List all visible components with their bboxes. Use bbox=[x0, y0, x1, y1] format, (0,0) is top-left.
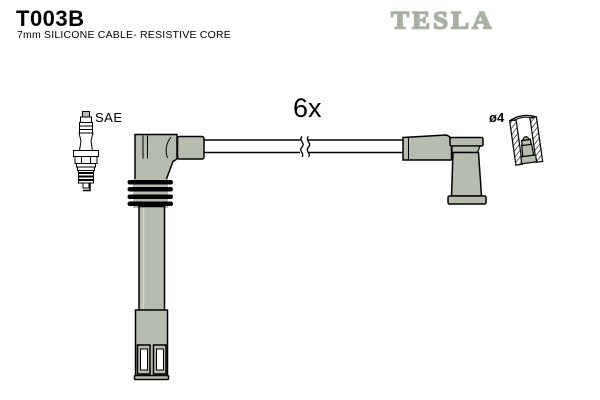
product-subtitle: 7mm SILICONE CABLE- RESISTIVE CORE bbox=[17, 29, 231, 41]
terminal-cross-section-icon bbox=[508, 114, 544, 166]
sae-label: SAE bbox=[95, 110, 123, 125]
break-mark bbox=[306, 136, 311, 158]
spark-plug-boot-icon bbox=[127, 133, 205, 381]
part-number: T003B bbox=[16, 6, 85, 31]
ignition-cable-icon bbox=[127, 133, 487, 381]
break-mark bbox=[300, 136, 304, 158]
coil-end-boot-icon bbox=[402, 134, 487, 205]
quantity-label: 6x bbox=[293, 93, 322, 123]
cable-line bbox=[204, 136, 404, 158]
spark-plug-icon bbox=[73, 111, 99, 192]
terminal-diameter-label: ø4 bbox=[489, 110, 505, 125]
terminal-pin bbox=[520, 136, 538, 165]
brand-logo: TESLA bbox=[390, 5, 495, 35]
